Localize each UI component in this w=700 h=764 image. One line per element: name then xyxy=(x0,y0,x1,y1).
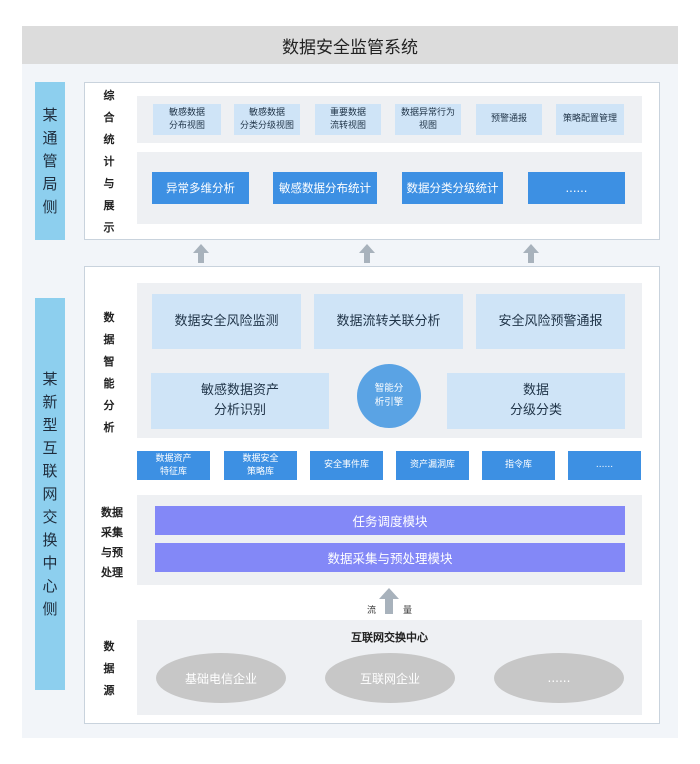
stats-analysis-item: 数据分类分级统计 xyxy=(402,172,503,204)
source-oval: ...... xyxy=(494,653,624,703)
source-oval: 互联网企业 xyxy=(325,653,455,703)
section-label-analysis: 数据智能分析 xyxy=(103,311,115,434)
section-label-stats: 综合统计与展示 xyxy=(103,89,115,234)
flow-arrow-up-icon xyxy=(379,588,399,614)
flow-label-right: 量 xyxy=(403,606,413,616)
library-box: 资产漏洞库 xyxy=(396,451,469,480)
collection-preprocess-module: 数据采集与预处理模块 xyxy=(155,543,625,572)
source-center-title: 互联网交换中心 xyxy=(351,631,428,644)
arrow-up-icon xyxy=(359,244,375,263)
section-label-source: 数据源 xyxy=(103,640,115,697)
section-label-collection: 数据采集与预处理 xyxy=(101,505,123,579)
analysis-engine-circle: 智能分析引擎 xyxy=(357,364,421,428)
library-box: ...... xyxy=(568,451,641,480)
stats-view-item: 数据异常行为视图 xyxy=(395,104,461,135)
classification-box: 数据分级分类 xyxy=(447,373,625,429)
library-box: 安全事件库 xyxy=(310,451,383,480)
stats-analysis-item: 敏感数据分布统计 xyxy=(273,172,377,204)
arrow-up-icon xyxy=(193,244,209,263)
stats-view-item: 预警通报 xyxy=(476,104,542,135)
library-box: 数据资产特征库 xyxy=(137,451,210,480)
library-box: 指令库 xyxy=(482,451,555,480)
flow-label-left: 流 xyxy=(367,606,377,616)
stats-view-item: 敏感数据分类分级视图 xyxy=(234,104,300,135)
analysis-function-box: 数据流转关联分析 xyxy=(314,294,463,349)
analysis-function-box: 安全风险预警通报 xyxy=(476,294,625,349)
page-title: 数据安全监管系统 xyxy=(22,26,678,64)
side-label-regulator: 某通管局侧 xyxy=(35,82,65,240)
source-oval: 基础电信企业 xyxy=(156,653,286,703)
stats-view-item: 重要数据流转视图 xyxy=(315,104,381,135)
task-scheduling-module: 任务调度模块 xyxy=(155,506,625,535)
asset-identification-box: 敏感数据资产分析识别 xyxy=(151,373,329,429)
side-label-exchange-center: 某新型互联网交换中心侧 xyxy=(35,298,65,690)
library-box: 数据安全策略库 xyxy=(224,451,297,480)
analysis-function-box: 数据安全风险监测 xyxy=(152,294,301,349)
stats-analysis-item: ...... xyxy=(528,172,625,204)
stats-view-item: 敏感数据分布视图 xyxy=(153,104,221,135)
stats-view-item: 策略配置管理 xyxy=(556,104,624,135)
stats-analysis-item: 异常多维分析 xyxy=(152,172,249,204)
arrow-up-icon xyxy=(523,244,539,263)
